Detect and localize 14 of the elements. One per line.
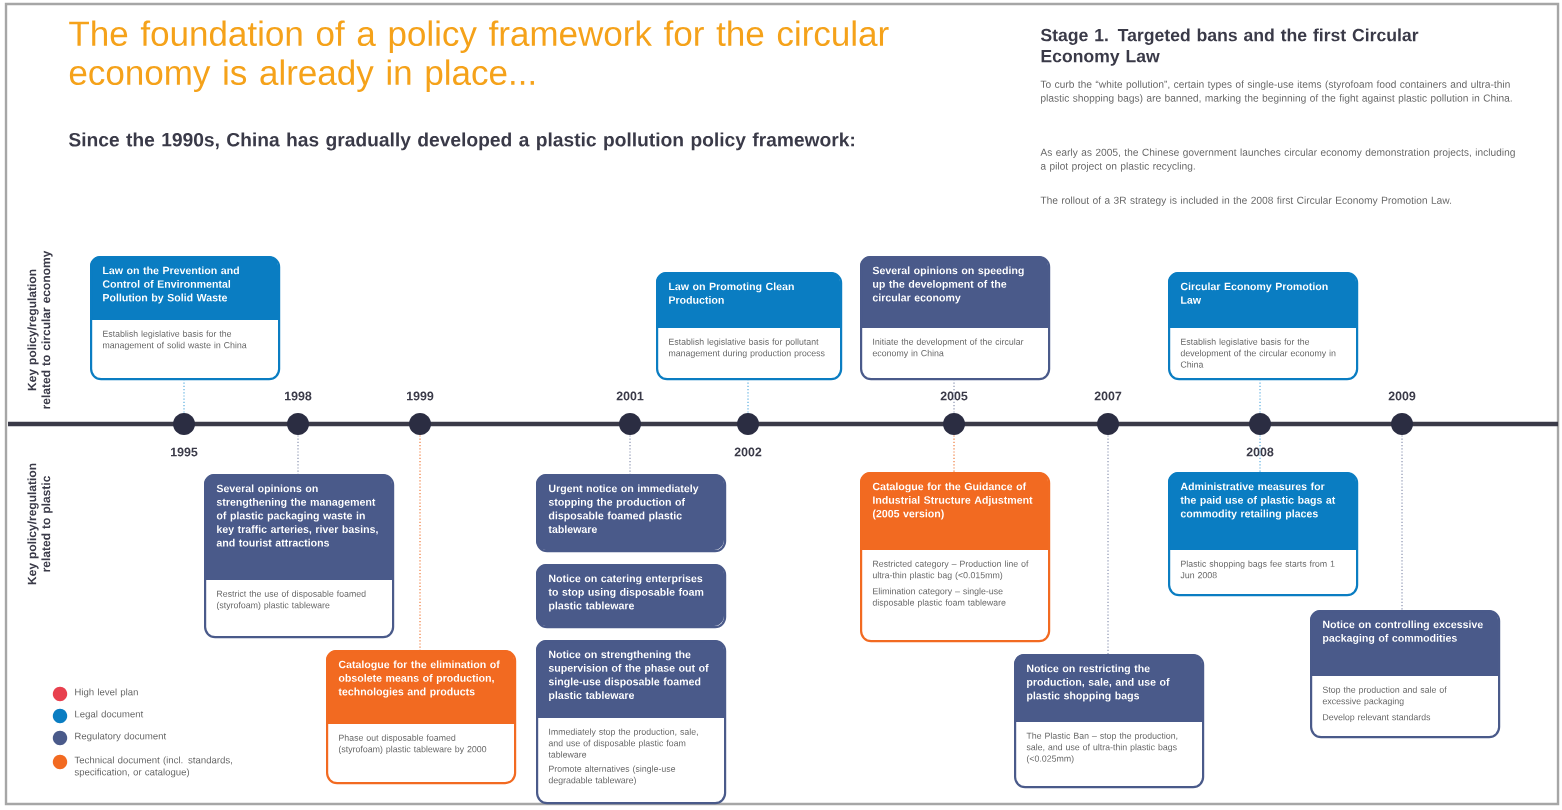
connector-line (419, 434, 421, 651)
connector-line (1259, 434, 1261, 473)
connector-line (747, 379, 749, 414)
subtitle: Since the 1990s, China has gradually developed a plastic pollution policy framework: (68, 132, 854, 151)
connector-line (953, 379, 955, 414)
connector-line (953, 434, 955, 473)
connector-line (297, 434, 299, 475)
connector-line (629, 434, 631, 475)
connector-line (183, 379, 185, 414)
connector-line (1259, 379, 1261, 414)
connector-line (1401, 434, 1403, 611)
stage-heading: Stage 1. Targeted bans and the first Circular Economy Law (1040, 28, 1419, 66)
title: The foundation of a policy framework for the circular economy is already in place... (69, 20, 889, 93)
connector-line (1107, 434, 1109, 655)
